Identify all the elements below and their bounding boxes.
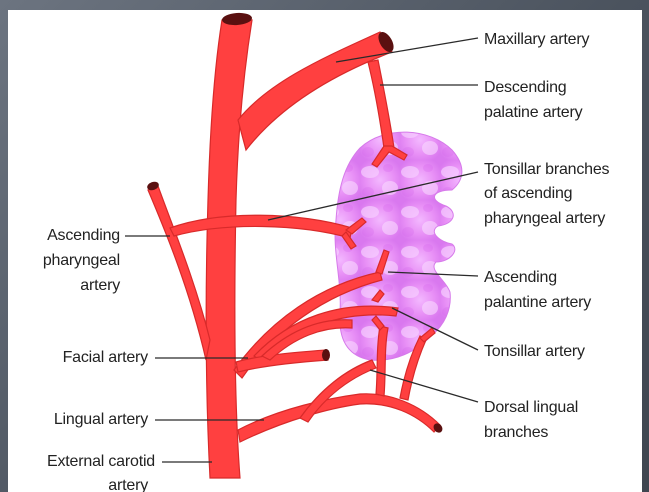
label-tonsillar-artery: Tonsillar artery [484,343,585,360]
label-facial-artery: Facial artery [63,349,149,366]
maxillary-artery [238,32,392,150]
label-tonsillar-branches-2: of ascending [484,185,572,202]
label-ascending-pharyngeal-1: Ascending [47,227,120,244]
label-lingual-artery: Lingual artery [54,411,148,428]
ascending-pharyngeal-artery [148,186,210,360]
label-tonsillar-branches-1: Tonsillar branches [484,161,610,178]
label-ascending-pharyngeal-2: pharyngeal [43,252,120,269]
label-descending-palatine-1: Descending [484,79,567,96]
label-tonsillar-branches-3: pharyngeal artery [484,210,605,227]
descending-palatine-artery [368,60,394,148]
label-external-carotid-2: artery [108,477,148,492]
external-carotid-artery [206,20,252,478]
label-ascending-pharyngeal-3: artery [80,277,120,294]
label-external-carotid-1: External carotid [47,453,155,470]
label-ascending-palantine-2: palantine artery [484,294,591,311]
label-maxillary-artery: Maxillary artery [484,31,589,48]
label-ascending-palantine-1: Ascending [484,269,557,286]
label-descending-palatine-2: palatine artery [484,104,583,121]
lingual-artery [238,394,440,442]
label-dorsal-lingual-2: branches [484,424,548,441]
label-dorsal-lingual-1: Dorsal lingual [484,399,578,416]
tonsillar-branch-ascending-pharyngeal [170,215,352,238]
